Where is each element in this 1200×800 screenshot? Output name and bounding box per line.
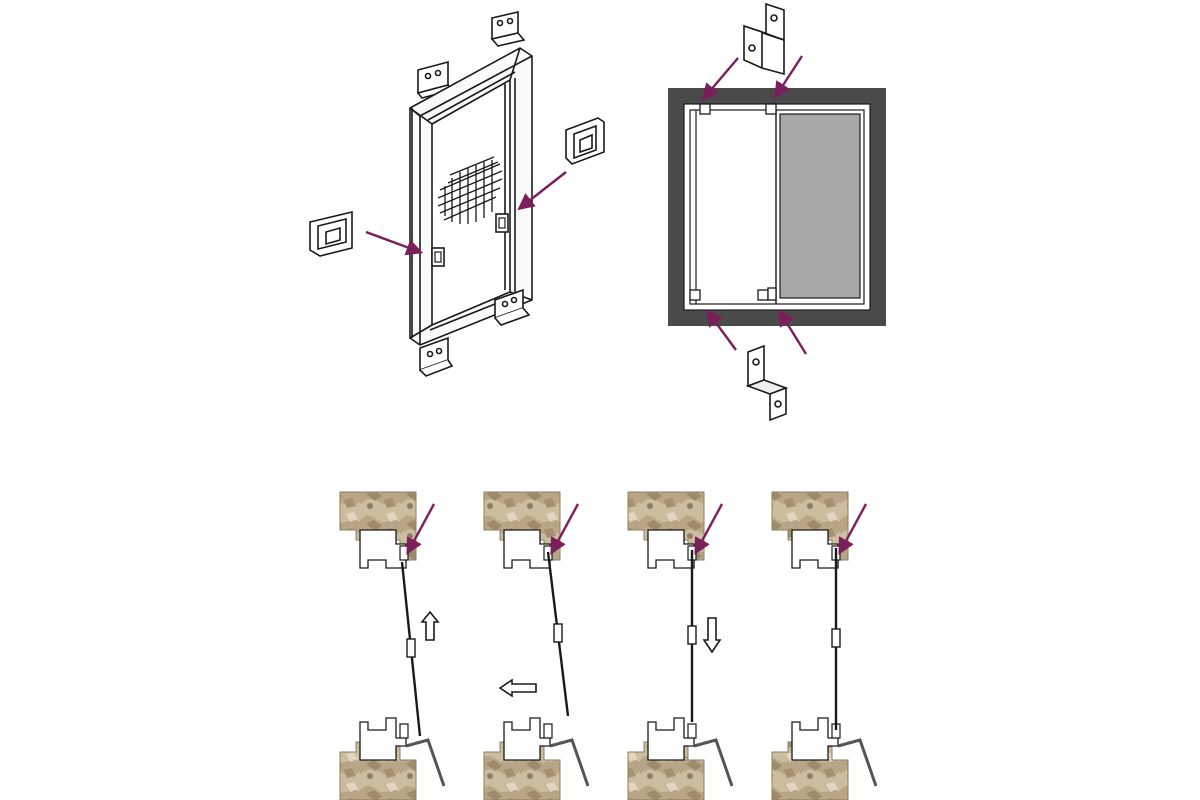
frame-clip-icon xyxy=(495,213,509,233)
frame-clip-icon xyxy=(687,625,697,645)
stone-wall-bottom xyxy=(483,741,561,800)
stone-wall-top xyxy=(339,491,417,561)
frame-clip-icon xyxy=(831,628,841,648)
frame-clip-icon xyxy=(309,210,353,257)
pointer-arrow xyxy=(774,55,804,99)
pointer-arrow xyxy=(694,503,724,555)
pointer-arrow xyxy=(706,309,737,351)
install-step-4 xyxy=(771,491,878,800)
z-bracket-icon xyxy=(689,289,701,301)
window-profile-top xyxy=(791,529,839,569)
window-sill xyxy=(549,738,590,787)
stone-wall-top xyxy=(627,491,705,561)
pointer-arrow xyxy=(517,171,567,211)
z-bracket-icon xyxy=(745,344,789,422)
z-bracket-icon xyxy=(419,336,454,377)
pointer-arrow xyxy=(406,503,436,555)
window-sill xyxy=(405,738,446,787)
z-bracket-icon xyxy=(494,288,531,326)
z-bracket-icon xyxy=(765,103,777,115)
z-bracket-icon xyxy=(699,103,711,115)
stone-wall-bottom xyxy=(771,741,849,800)
z-bracket-icon xyxy=(490,10,526,47)
z-bracket-icon xyxy=(743,2,785,76)
hollow-arrow-icon xyxy=(498,678,537,698)
z-bracket-icon xyxy=(416,60,454,99)
window-profile-top xyxy=(503,529,551,569)
hollow-arrow-icon xyxy=(420,610,440,641)
window-profile-bottom xyxy=(359,717,407,761)
stone-wall-top xyxy=(771,491,849,561)
exploded-frame-panel xyxy=(309,10,605,377)
stone-wall-bottom xyxy=(627,741,705,800)
pointer-arrow xyxy=(701,57,739,101)
pointer-arrow xyxy=(838,503,868,555)
window-profile-bottom xyxy=(647,717,695,761)
install-step-1 xyxy=(339,491,446,800)
mounted-frame-panel xyxy=(668,2,886,422)
window-profile-top xyxy=(647,529,695,569)
mesh-grid xyxy=(437,156,503,224)
pointer-arrow xyxy=(550,503,580,555)
hollow-arrow-icon xyxy=(702,617,722,654)
window-sill xyxy=(693,738,734,787)
window-sill xyxy=(837,738,878,787)
z-bracket-icon xyxy=(687,723,697,739)
stone-wall-bottom xyxy=(339,741,417,800)
window-profile-bottom xyxy=(791,717,839,761)
stone-wall-top xyxy=(483,491,561,561)
install-steps xyxy=(339,491,878,800)
frame-clip-icon xyxy=(565,117,605,165)
z-bracket-icon xyxy=(757,289,769,301)
frame-clip-icon xyxy=(406,638,416,658)
z-bracket-icon xyxy=(399,545,409,561)
pointer-arrow xyxy=(778,309,808,355)
frame-clip-icon xyxy=(553,623,563,643)
window-profile-bottom xyxy=(503,717,551,761)
mesh-frame xyxy=(409,47,533,346)
window-profile-top xyxy=(359,529,407,569)
frame-clip-icon xyxy=(431,247,445,267)
pointer-arrow xyxy=(365,230,424,256)
z-bracket-icon xyxy=(399,723,409,739)
mesh-pane xyxy=(779,113,861,299)
install-step-3 xyxy=(627,491,734,800)
install-step-2 xyxy=(483,491,590,800)
z-bracket-icon xyxy=(543,723,553,739)
